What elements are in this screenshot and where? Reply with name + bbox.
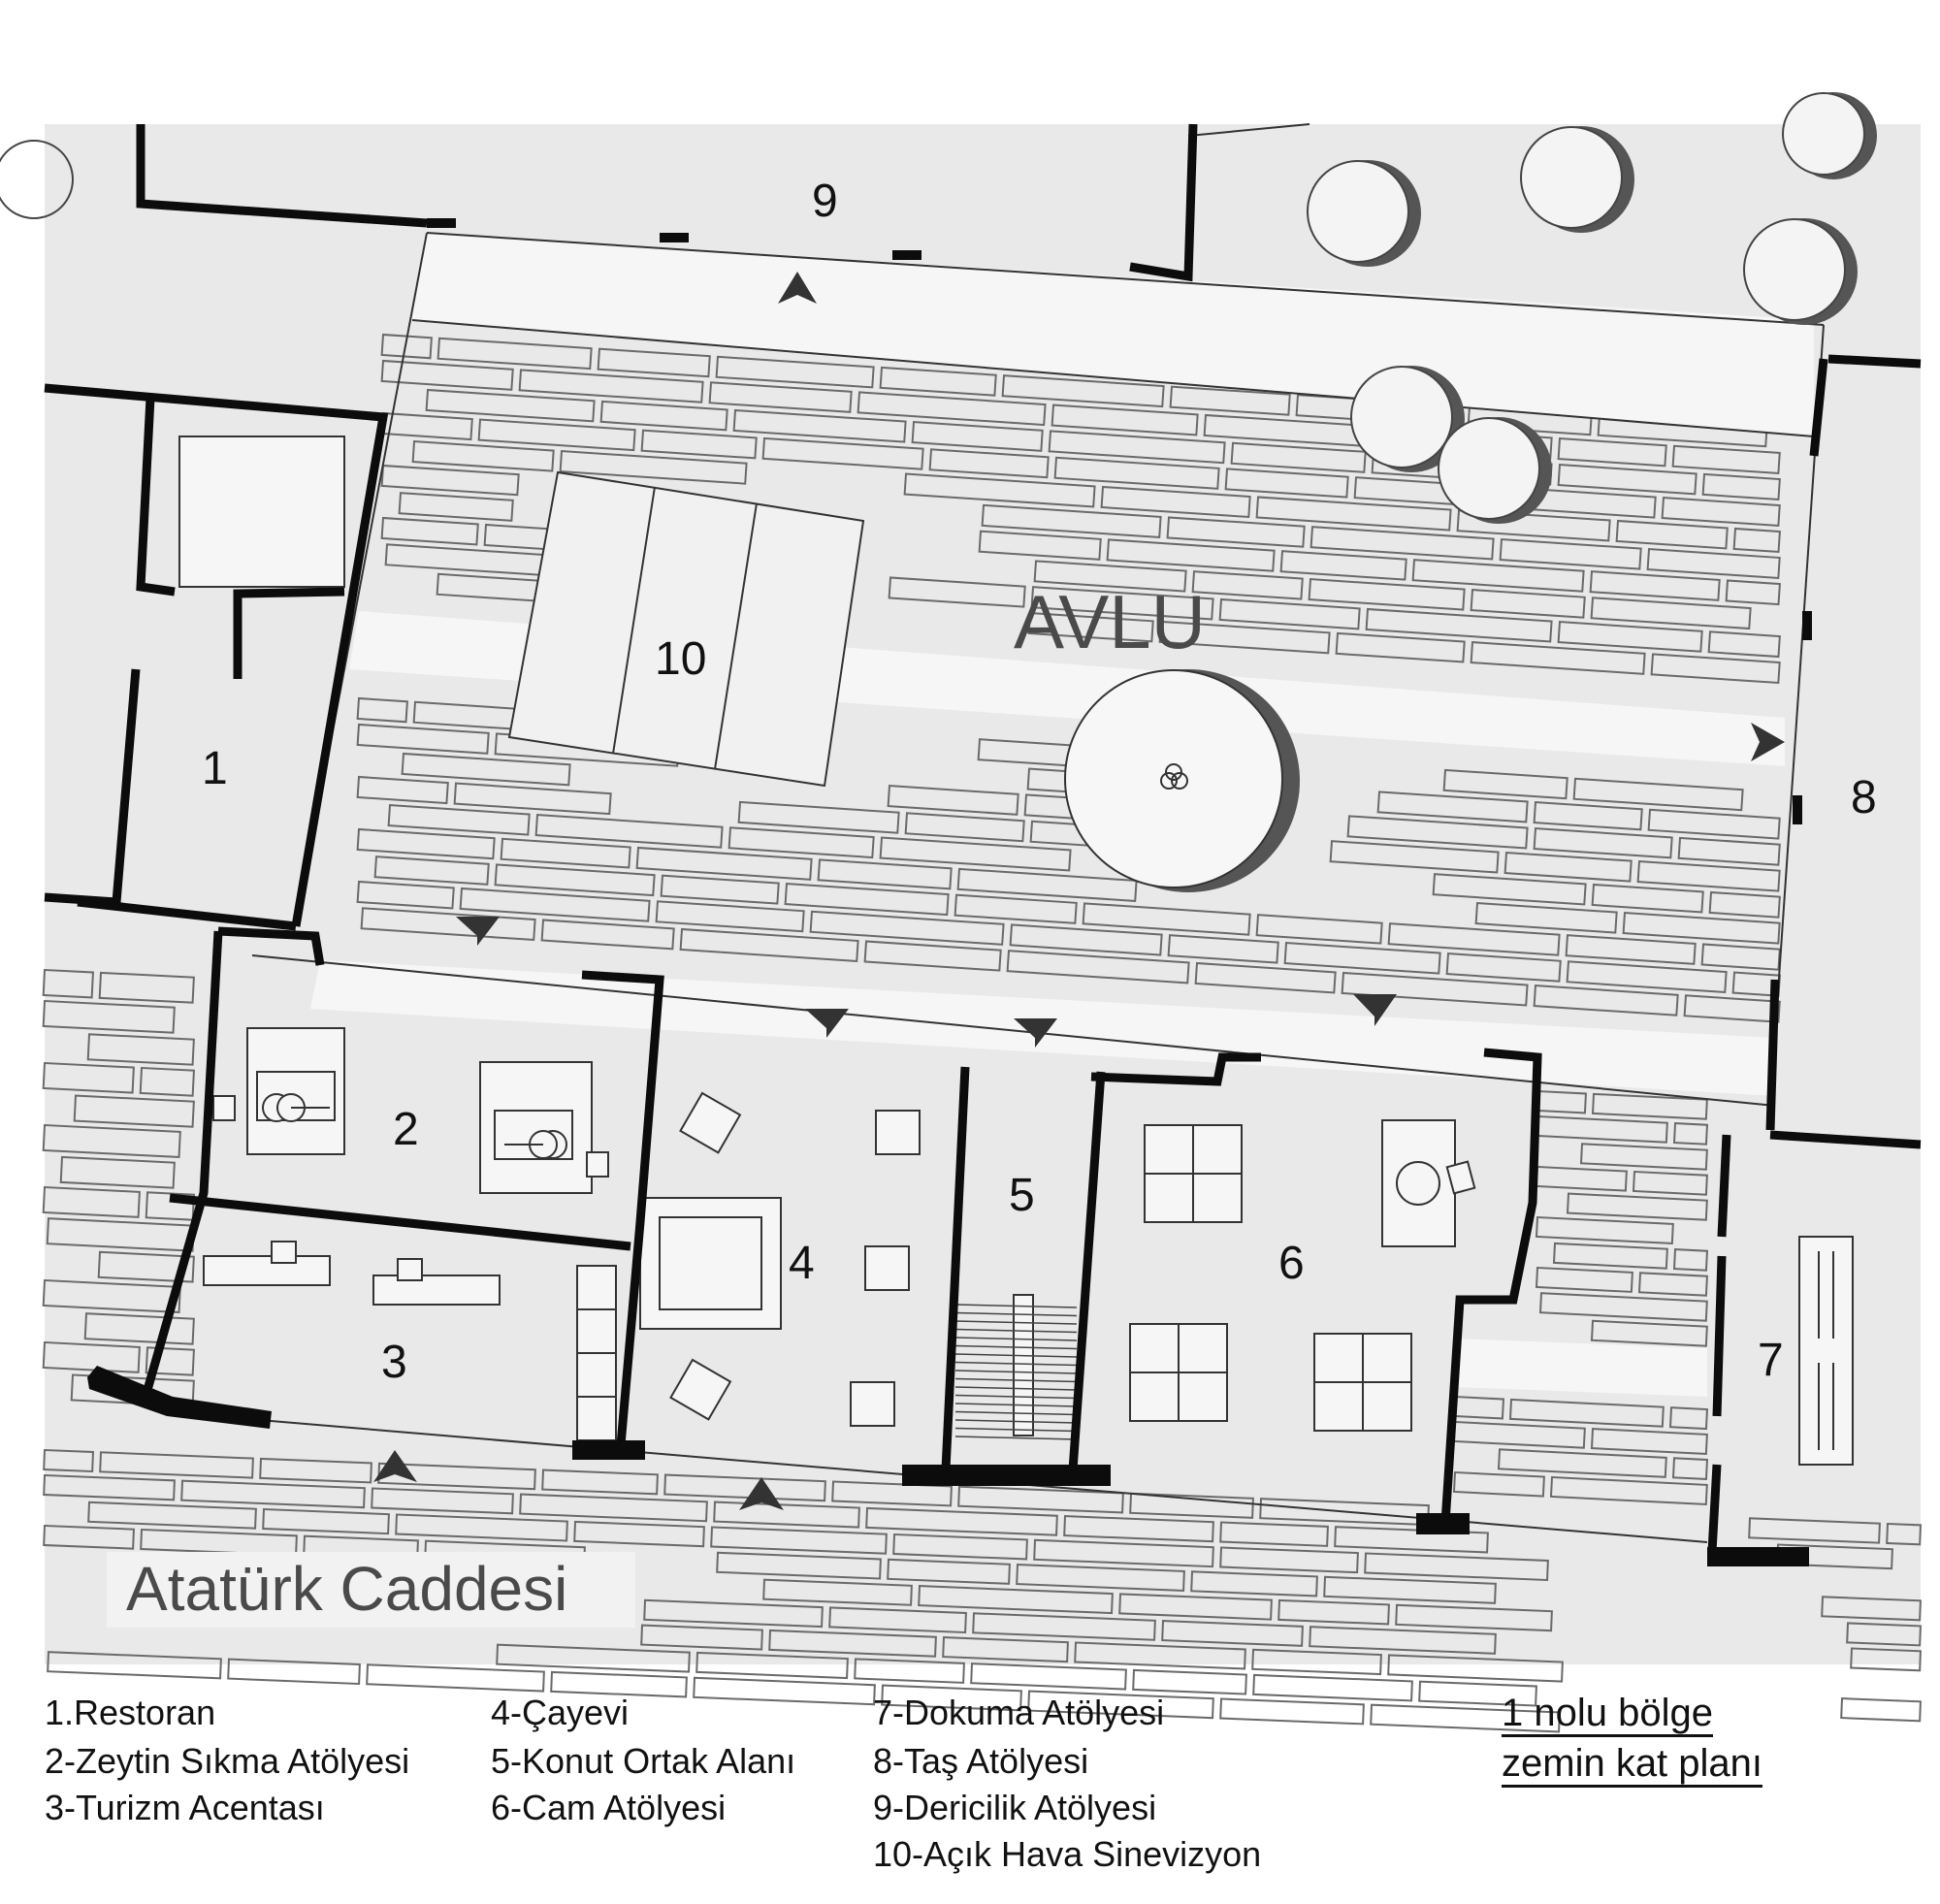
legend-item: 7-Dokuma Atölyesi <box>873 1693 1165 1732</box>
room-number-7: 7 <box>1758 1335 1784 1386</box>
street-label: Atatürk Caddesi <box>126 1554 567 1624</box>
room-number-8: 8 <box>1851 772 1877 823</box>
arrow-down-icon <box>1353 994 1397 1026</box>
trees <box>0 92 1877 892</box>
courtyard-label: AVLU <box>1014 579 1206 664</box>
arrow-down-icon <box>805 1009 849 1038</box>
legend-item: 3-Turizm Acentası <box>45 1788 325 1827</box>
side-paving <box>42 968 1709 1506</box>
arrow-right-icon <box>1751 723 1785 761</box>
legend-item: 6-Cam Atölyesi <box>491 1788 727 1827</box>
sheet-title-line2: zemin kat planı <box>1502 1744 1763 1788</box>
arrow-up-icon <box>739 1477 784 1510</box>
heavy-wall-ends <box>87 218 1812 1566</box>
cinema-platform <box>507 470 865 788</box>
tree <box>1520 126 1634 233</box>
arrow-down-icon <box>1014 1018 1057 1048</box>
room-number-9: 9 <box>812 176 838 227</box>
legend-item: 5-Konut Ortak Alanı <box>491 1741 796 1781</box>
tree <box>1307 160 1421 267</box>
room-number-2: 2 <box>393 1104 419 1155</box>
legend-item: 2-Zeytin Sıkma Atölyesi <box>45 1741 410 1781</box>
room-number-4: 4 <box>789 1238 815 1289</box>
room-number-1: 1 <box>202 743 228 794</box>
arrow-up-icon <box>778 272 817 304</box>
arrow-up-icon <box>373 1450 417 1482</box>
arrow-down-icon <box>456 917 500 946</box>
tree <box>1743 218 1858 325</box>
tree <box>1782 92 1877 179</box>
stairs <box>954 1304 1078 1440</box>
street-label-box <box>107 1552 635 1628</box>
room-number-5: 5 <box>1009 1170 1035 1221</box>
sheet-title-line1: 1 nolu bölge <box>1502 1694 1713 1737</box>
big-tree <box>1064 669 1300 892</box>
legend-item: 1.Restoran <box>45 1693 216 1732</box>
legend-item: 10-Açık Hava Sinevizyon <box>873 1834 1262 1874</box>
circulation-arrows <box>373 272 1785 1510</box>
walls <box>44 123 1922 1553</box>
tree <box>1350 366 1465 472</box>
courtyard-paving <box>356 333 1781 1023</box>
plan-labels: AVLU Atatürk Caddesi 1 2 3 4 5 6 7 8 9 1… <box>126 176 1877 1624</box>
tree-partial <box>0 140 74 219</box>
room-number-10: 10 <box>655 633 706 685</box>
street-paving <box>43 1448 1923 1733</box>
furniture <box>178 436 1854 1466</box>
tree <box>1438 417 1552 524</box>
legend-item: 9-Dericilik Atölyesi <box>873 1788 1157 1827</box>
room-number-3: 3 <box>381 1337 407 1388</box>
room-number-6: 6 <box>1278 1238 1305 1289</box>
legend-item: 8-Taş Atölyesi <box>873 1741 1089 1781</box>
legend-item: 4-Çayevi <box>491 1693 630 1732</box>
